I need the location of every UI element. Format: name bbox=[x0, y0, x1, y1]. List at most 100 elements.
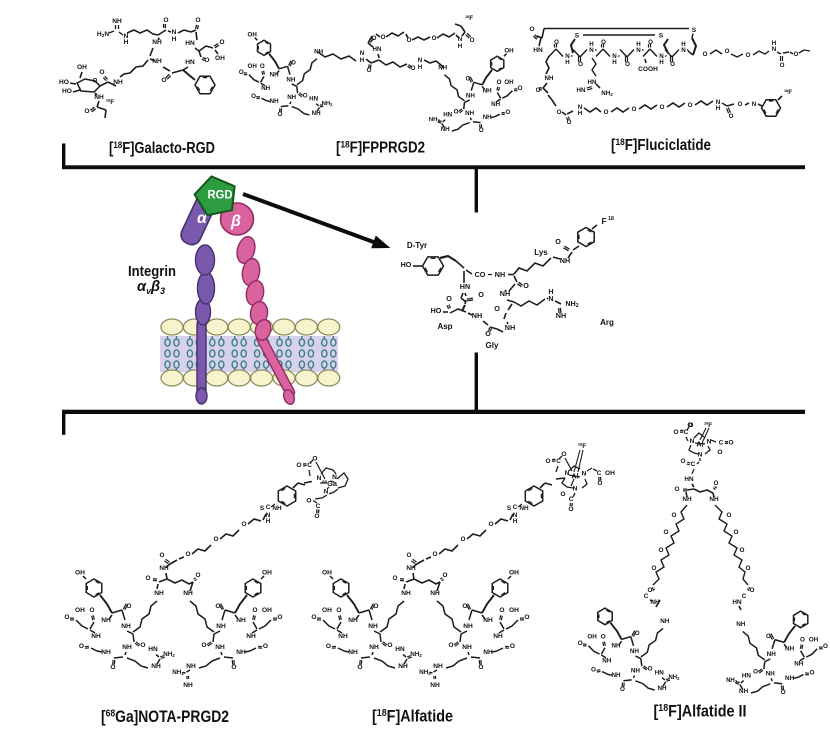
svg-text:O: O bbox=[746, 565, 751, 572]
svg-text:O: O bbox=[432, 35, 437, 42]
svg-text:NH: NH bbox=[657, 685, 667, 692]
svg-text:O: O bbox=[219, 39, 224, 46]
svg-text:O: O bbox=[604, 109, 609, 116]
svg-text:N: N bbox=[636, 47, 641, 54]
svg-text:O: O bbox=[278, 111, 283, 118]
svg-text:NH: NH bbox=[152, 39, 162, 46]
svg-text:N: N bbox=[513, 512, 518, 519]
svg-text:O: O bbox=[478, 664, 483, 671]
svg-text:O: O bbox=[407, 552, 412, 559]
svg-text:N: N bbox=[707, 439, 712, 446]
svg-text:NH: NH bbox=[430, 682, 440, 689]
svg-text:NH: NH bbox=[739, 688, 749, 695]
svg-text:O: O bbox=[231, 664, 236, 671]
svg-text:O: O bbox=[204, 57, 209, 64]
svg-text:NH: NH bbox=[660, 618, 670, 625]
svg-text:O: O bbox=[146, 575, 151, 582]
svg-text:NH: NH bbox=[152, 58, 162, 65]
svg-text:NH: NH bbox=[270, 71, 279, 78]
svg-text:NH: NH bbox=[430, 590, 440, 597]
svg-text:HO: HO bbox=[62, 88, 72, 95]
svg-text:O: O bbox=[367, 67, 372, 74]
svg-text:NH: NH bbox=[466, 92, 475, 99]
svg-text:NH2: NH2 bbox=[322, 101, 334, 107]
svg-text:O: O bbox=[326, 643, 331, 650]
svg-text:18F: 18F bbox=[465, 15, 473, 22]
svg-text:O: O bbox=[664, 529, 669, 536]
svg-text:O: O bbox=[727, 512, 732, 519]
svg-text:NH: NH bbox=[154, 590, 164, 597]
svg-text:O: O bbox=[703, 51, 708, 58]
svg-text:N: N bbox=[548, 294, 553, 303]
svg-text:O: O bbox=[454, 108, 459, 115]
svg-text:O: O bbox=[161, 77, 166, 84]
svg-text:H: H bbox=[636, 41, 641, 48]
svg-text:O: O bbox=[433, 551, 438, 558]
svg-text:Gly: Gly bbox=[486, 341, 499, 350]
svg-text:O: O bbox=[557, 109, 562, 116]
svg-text:O: O bbox=[672, 512, 677, 519]
svg-text:HN: HN bbox=[185, 59, 195, 66]
svg-text:NH2: NH2 bbox=[419, 669, 431, 676]
svg-text:O: O bbox=[494, 304, 500, 313]
svg-text:N: N bbox=[589, 47, 594, 54]
svg-text:O: O bbox=[524, 614, 529, 621]
svg-text:HN: HN bbox=[588, 79, 597, 86]
svg-text:αvβ3: αvβ3 bbox=[137, 278, 165, 296]
svg-text:O: O bbox=[470, 37, 475, 44]
svg-text:HN: HN bbox=[742, 672, 752, 679]
svg-text:O: O bbox=[314, 513, 319, 520]
svg-text:O: O bbox=[84, 108, 89, 115]
svg-text:H: H bbox=[513, 518, 518, 525]
svg-text:O: O bbox=[688, 102, 693, 109]
svg-text:OH: OH bbox=[262, 607, 272, 614]
svg-text:NH: NH bbox=[183, 590, 193, 597]
svg-text:N: N bbox=[752, 101, 757, 108]
svg-text:O: O bbox=[591, 667, 596, 674]
svg-text:NH: NH bbox=[236, 617, 246, 624]
svg-text:NH: NH bbox=[183, 682, 193, 689]
svg-text:OH: OH bbox=[504, 79, 514, 86]
svg-text:HN: HN bbox=[577, 87, 586, 94]
svg-text:OH: OH bbox=[77, 64, 87, 71]
svg-text:NH: NH bbox=[270, 98, 279, 105]
svg-text:NH: NH bbox=[630, 648, 640, 655]
svg-text:OH: OH bbox=[587, 634, 597, 641]
svg-text:O: O bbox=[794, 51, 799, 58]
svg-text:O: O bbox=[545, 458, 550, 465]
svg-text:C: C bbox=[644, 593, 649, 600]
svg-text:O: O bbox=[568, 506, 573, 513]
svg-text:β: β bbox=[230, 213, 241, 230]
svg-text:H: H bbox=[659, 59, 664, 66]
svg-text:α: α bbox=[197, 210, 208, 227]
svg-text:OH: OH bbox=[215, 55, 225, 62]
svg-text:O: O bbox=[673, 429, 678, 436]
svg-text:HN: HN bbox=[533, 47, 543, 54]
svg-text:O: O bbox=[620, 686, 625, 693]
svg-text:18F: 18F bbox=[704, 421, 712, 429]
svg-text:O: O bbox=[660, 104, 665, 111]
svg-text:O: O bbox=[766, 633, 771, 640]
svg-text:O: O bbox=[597, 480, 602, 487]
svg-text:C: C bbox=[719, 440, 724, 447]
svg-text:O: O bbox=[499, 607, 504, 614]
svg-text:O: O bbox=[79, 643, 84, 650]
svg-text:NH: NH bbox=[491, 101, 500, 108]
svg-text:NH: NH bbox=[287, 94, 296, 101]
svg-text:S: S bbox=[260, 505, 265, 512]
svg-text:NH: NH bbox=[406, 565, 416, 572]
svg-text:C: C bbox=[597, 470, 602, 477]
svg-text:O: O bbox=[306, 498, 311, 505]
svg-text:NH: NH bbox=[101, 617, 111, 624]
svg-text:D-Tyr: D-Tyr bbox=[407, 241, 427, 250]
svg-text:HN: HN bbox=[395, 646, 405, 653]
svg-text:O: O bbox=[740, 547, 745, 554]
svg-text:NH: NH bbox=[785, 646, 795, 653]
svg-text:[18F]Fluciclatide: [18F]Fluciclatide bbox=[611, 137, 711, 154]
svg-text:O: O bbox=[746, 52, 751, 59]
svg-text:O: O bbox=[659, 547, 664, 554]
svg-text:O: O bbox=[681, 458, 686, 465]
svg-text:NH: NH bbox=[785, 675, 795, 682]
svg-text:O: O bbox=[505, 109, 510, 116]
svg-text:HN: HN bbox=[732, 599, 742, 606]
